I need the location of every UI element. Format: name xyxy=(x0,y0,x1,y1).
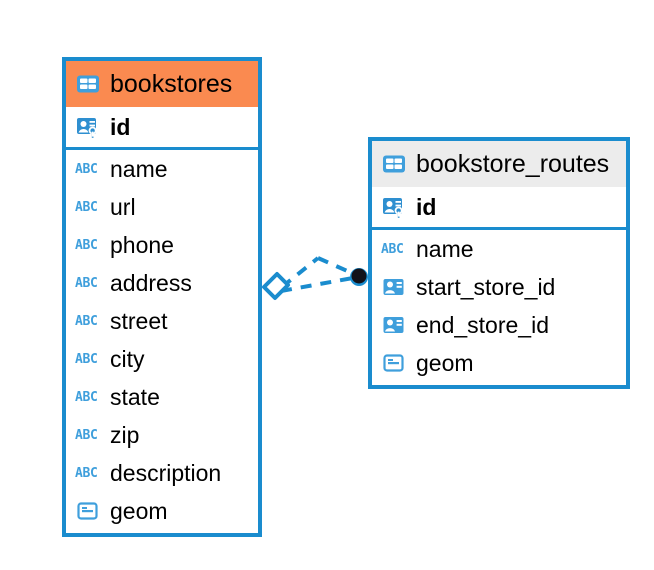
entity-title: bookstores xyxy=(110,69,233,98)
table-icon xyxy=(75,71,101,97)
text-abc-icon: ABC xyxy=(75,427,98,443)
field-row-street[interactable]: ABC street xyxy=(66,302,258,340)
field-name: id xyxy=(416,193,437,220)
field-name: zip xyxy=(110,421,140,448)
entity-title: bookstore_routes xyxy=(416,149,610,178)
entity-header-bookstore-routes[interactable]: bookstore_routes xyxy=(372,141,626,187)
field-name: end_store_id xyxy=(416,311,549,338)
field-row-phone[interactable]: ABC phone xyxy=(66,226,258,264)
field-name: name xyxy=(416,235,474,262)
text-abc-icon: ABC xyxy=(75,275,98,291)
field-name: description xyxy=(110,459,222,486)
foreign-key-icon xyxy=(381,312,407,338)
field-row-city[interactable]: ABC city xyxy=(66,340,258,378)
field-name: geom xyxy=(416,349,474,376)
field-name: name xyxy=(110,155,168,182)
field-name: address xyxy=(110,269,192,296)
field-row-geom[interactable]: geom xyxy=(372,344,626,382)
field-name: start_store_id xyxy=(416,273,556,300)
entity-bookstores[interactable]: bookstores id ABC xyxy=(62,57,262,537)
field-name: phone xyxy=(110,231,174,258)
relationship-line-fan-right xyxy=(317,256,355,276)
field-row-name[interactable]: ABC name xyxy=(66,150,258,188)
field-list-bookstores: ABC name ABC url ABC phone ABC address A… xyxy=(66,150,258,533)
field-row-zip[interactable]: ABC zip xyxy=(66,416,258,454)
primary-key-icon xyxy=(381,194,407,220)
field-list-bookstore-routes: ABC name start_store_id xyxy=(372,230,626,385)
text-abc-icon: ABC xyxy=(75,237,98,253)
text-abc-icon: ABC xyxy=(75,199,98,215)
field-row-name[interactable]: ABC name xyxy=(372,230,626,268)
text-abc-icon: ABC xyxy=(381,241,404,257)
text-abc-icon: ABC xyxy=(75,465,98,481)
field-name: id xyxy=(110,113,131,140)
field-row-geom[interactable]: geom xyxy=(66,492,258,530)
field-name: state xyxy=(110,383,160,410)
field-name: city xyxy=(110,345,145,372)
primary-key-icon xyxy=(75,114,101,140)
geometry-icon xyxy=(75,498,101,524)
table-icon xyxy=(381,151,407,177)
diamond-open-icon xyxy=(262,272,290,300)
entity-bookstore-routes[interactable]: bookstore_routes id xyxy=(368,137,630,389)
entity-header-bookstores[interactable]: bookstores xyxy=(66,61,258,107)
field-row-start-store-id[interactable]: start_store_id xyxy=(372,268,626,306)
field-row-end-store-id[interactable]: end_store_id xyxy=(372,306,626,344)
geometry-icon xyxy=(381,350,407,376)
field-name: url xyxy=(110,193,136,220)
field-row-primary-key[interactable]: id xyxy=(372,187,626,230)
field-row-state[interactable]: ABC state xyxy=(66,378,258,416)
text-abc-icon: ABC xyxy=(75,351,98,367)
field-name: street xyxy=(110,307,168,334)
relationship-line-base xyxy=(280,276,354,293)
field-row-address[interactable]: ABC address xyxy=(66,264,258,302)
foreign-key-icon xyxy=(381,274,407,300)
relationship-line-fan-left xyxy=(280,256,320,289)
field-name: geom xyxy=(110,497,168,524)
field-row-url[interactable]: ABC url xyxy=(66,188,258,226)
field-row-description[interactable]: ABC description xyxy=(66,454,258,492)
text-abc-icon: ABC xyxy=(75,161,98,177)
filled-dot-icon xyxy=(351,268,367,284)
field-row-primary-key[interactable]: id xyxy=(66,107,258,150)
text-abc-icon: ABC xyxy=(75,313,98,329)
text-abc-icon: ABC xyxy=(75,389,98,405)
